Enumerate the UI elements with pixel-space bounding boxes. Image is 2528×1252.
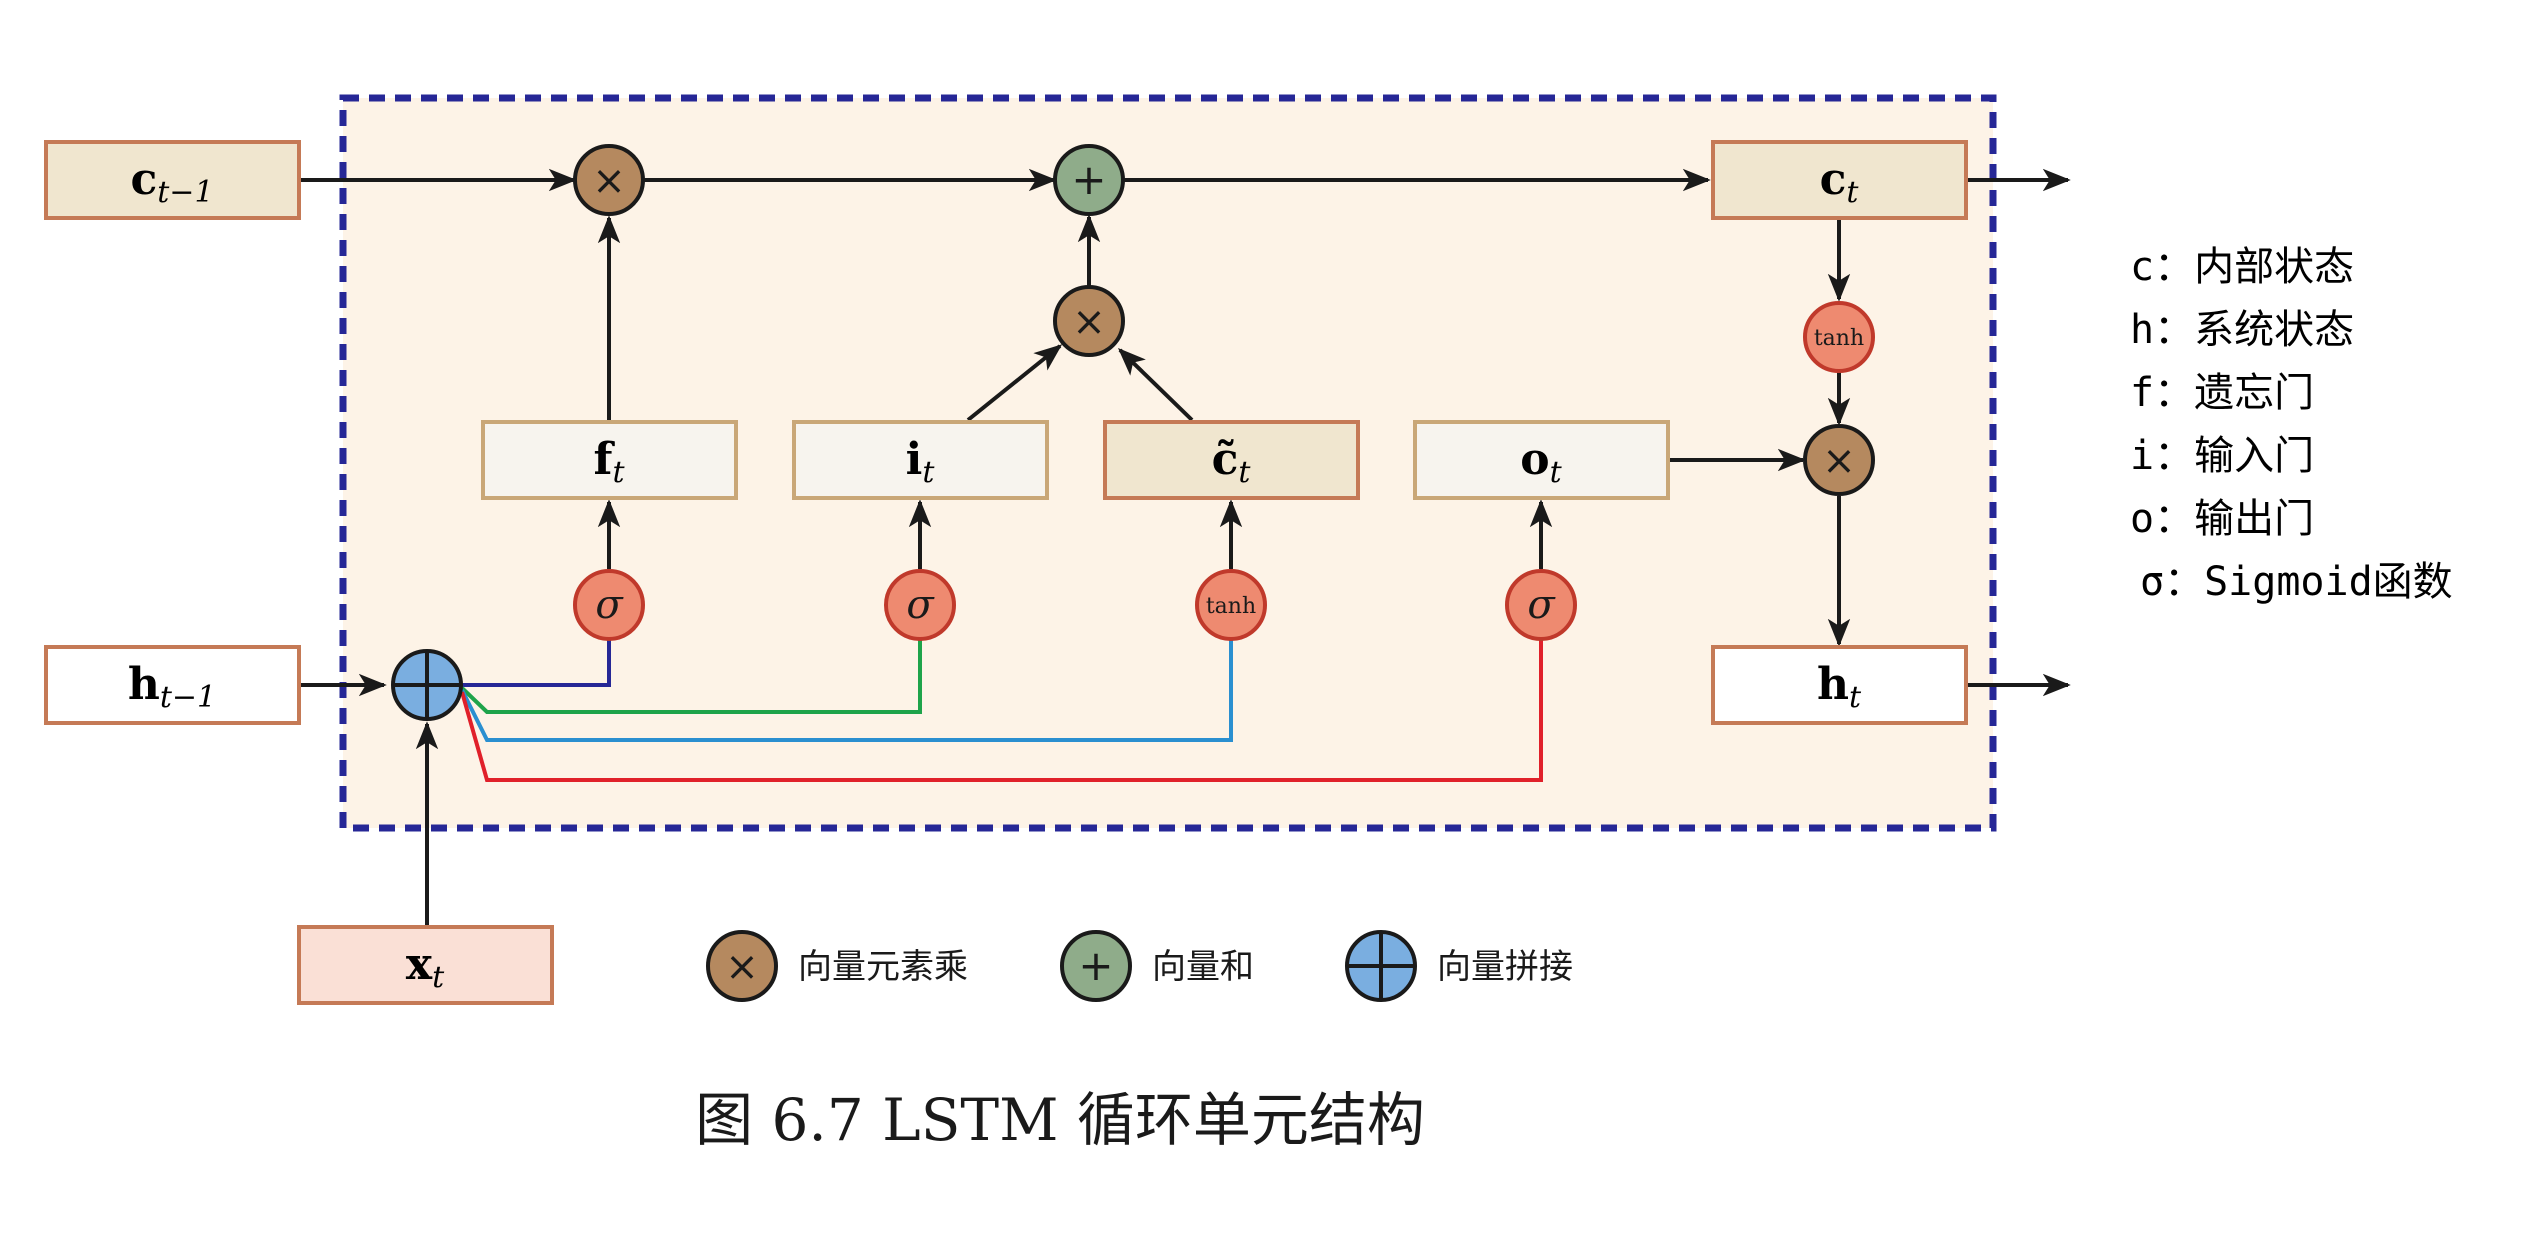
- box-gate-i: it: [792, 420, 1049, 500]
- box-h-t-sub: t: [1849, 680, 1862, 715]
- box-x-t-label: x: [406, 939, 433, 990]
- side-legend-item-h: h：系统状态: [2130, 307, 2354, 353]
- box-x-t-sub: t: [432, 960, 445, 995]
- line-concat-to-i: [460, 640, 922, 714]
- svg-text:ht: ht: [1817, 659, 1862, 715]
- side-legend-item-i: i：输入门: [2130, 433, 2314, 479]
- gate-o-sub: t: [1550, 455, 1563, 490]
- svg-text:xt: xt: [406, 939, 445, 995]
- sigma-icon: σ: [1527, 582, 1556, 628]
- box-c-t-label: c: [1820, 154, 1847, 205]
- gate-i-label: i: [906, 434, 923, 485]
- box-h-t: ht: [1711, 645, 1968, 725]
- tanh-label: tanh: [1206, 594, 1256, 619]
- side-legend: c：内部状态 h：系统状态 f：遗忘门 i：输入门 o：输出门 σ：Sigmoi…: [2130, 244, 2453, 605]
- box-c-t-sub: t: [1846, 175, 1859, 210]
- svg-text:ct: ct: [1820, 154, 1860, 210]
- box-c-prev-label: c: [130, 154, 157, 205]
- multiply-icon: ×: [1822, 438, 1856, 484]
- gate-c-tilde-label: c̃: [1212, 434, 1239, 485]
- svg-text:ct−1: ct−1: [130, 154, 213, 210]
- side-legend-item-f: f：遗忘门: [2130, 370, 2314, 416]
- svg-text:c̃t: c̃t: [1212, 434, 1252, 490]
- box-h-prev-sub: t−1: [160, 680, 216, 715]
- op-legend-multiply: × 向量元素乘: [706, 930, 968, 1002]
- box-h-prev: ht−1: [44, 645, 301, 725]
- box-c-prev: ct−1: [44, 140, 301, 220]
- plus-icon: +: [1071, 155, 1106, 204]
- svg-text:it: it: [906, 434, 936, 490]
- side-legend-item-o: o：输出门: [2130, 496, 2314, 542]
- box-x-t: xt: [297, 925, 554, 1005]
- gate-o-label: o: [1520, 434, 1549, 485]
- line-concat-to-c: [460, 640, 1233, 742]
- gate-f-label: f: [594, 434, 616, 485]
- box-h-prev-label: h: [128, 659, 160, 710]
- box-c-t: ct: [1711, 140, 1968, 220]
- op-multiply-output: ×: [1803, 424, 1875, 496]
- op-legend-multiply-label: 向量元素乘: [798, 947, 968, 987]
- side-legend-item-c: c：内部状态: [2130, 244, 2354, 290]
- multiply-icon: ×: [1072, 299, 1106, 345]
- line-concat-to-o: [460, 640, 1543, 782]
- side-legend-item-sigma: σ：Sigmoid函数: [2140, 559, 2453, 605]
- gate-f-sub: t: [612, 455, 625, 490]
- svg-text:ot: ot: [1520, 434, 1562, 490]
- activation-sigma-i: σ: [884, 569, 956, 641]
- arrow-it-to-mult2: [966, 344, 1063, 422]
- arrow-ctilde-to-mult2: [1117, 348, 1194, 422]
- gate-c-tilde-sub: t: [1238, 455, 1251, 490]
- op-add: +: [1053, 144, 1125, 216]
- op-legend-concat: 向量拼接: [1345, 930, 1573, 1002]
- activation-tanh-c: tanh: [1195, 569, 1267, 641]
- sigma-icon: σ: [906, 582, 935, 628]
- activation-sigma-f: σ: [573, 569, 645, 641]
- sigma-icon: σ: [595, 582, 624, 628]
- box-h-t-label: h: [1817, 659, 1849, 710]
- line-concat-to-f: [462, 640, 611, 687]
- op-multiply-input: ×: [1053, 285, 1125, 357]
- svg-text:ht−1: ht−1: [128, 659, 216, 715]
- box-c-prev-sub: t−1: [157, 175, 213, 210]
- op-legend-concat-label: 向量拼接: [1437, 947, 1573, 987]
- svg-text:ft: ft: [594, 434, 626, 490]
- figure-caption: 图 6.7 LSTM 循环单元结构: [695, 1086, 1425, 1154]
- box-gate-o: ot: [1413, 420, 1670, 500]
- tanh-label: tanh: [1814, 326, 1864, 351]
- activation-tanh-out: tanh: [1803, 301, 1875, 373]
- op-concat: [391, 649, 463, 721]
- box-gate-f: ft: [481, 420, 738, 500]
- op-legend: × 向量元素乘 + 向量和 向量拼接: [706, 930, 1573, 1002]
- activation-sigma-o: σ: [1505, 569, 1577, 641]
- plus-icon: +: [1078, 941, 1113, 990]
- op-legend-add-label: 向量和: [1152, 947, 1254, 987]
- op-legend-add: + 向量和: [1060, 930, 1254, 1002]
- box-gate-c-tilde: c̃t: [1103, 420, 1360, 500]
- op-multiply-forget: ×: [573, 144, 645, 216]
- multiply-icon: ×: [725, 944, 759, 990]
- multiply-icon: ×: [592, 158, 626, 204]
- gate-i-sub: t: [922, 455, 935, 490]
